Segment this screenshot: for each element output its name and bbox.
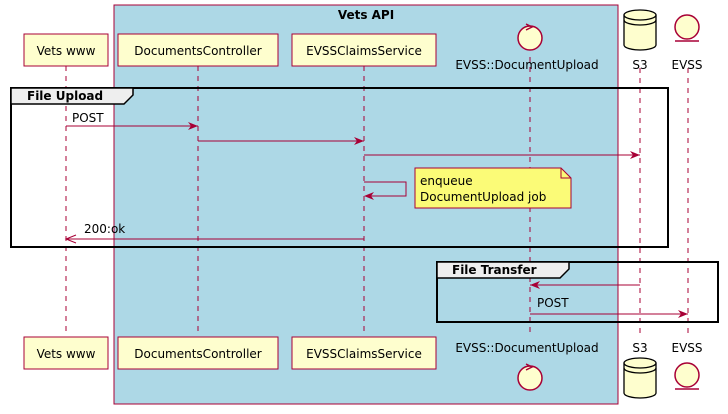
note-box [414, 167, 572, 209]
participant-documents-controller-bottom [117, 336, 279, 370]
message-controller-to-service-arrowhead [354, 137, 364, 145]
message-post-evss-label: POST [537, 296, 569, 310]
note-line-2: DocumentUpload job [420, 190, 546, 204]
database-icon-bottom [623, 357, 657, 399]
participant-evss-claims-service-label-bottom: EVSSClaimsService [306, 347, 422, 361]
database-icon [623, 9, 657, 51]
participant-s3-label-bottom: S3 [632, 341, 647, 355]
message-post-label: POST [72, 111, 104, 125]
fragment-file-upload-tab [10, 87, 134, 105]
fragment-file-transfer [436, 261, 719, 323]
participant-documents-controller-label-top: DocumentsController [134, 44, 262, 58]
fragment-file-transfer-tab [436, 261, 570, 279]
participant-evss-claims-service-top [291, 33, 437, 67]
message-self-enqueue-arrowhead [364, 192, 374, 200]
participant-evss-document-upload-label-top: EVSS::DocumentUpload [455, 58, 598, 72]
fragment-file-upload-title: File Upload [27, 89, 103, 103]
entity-icon [674, 14, 700, 42]
message-ok-arrowhead [64, 234, 77, 244]
message-self-enqueue-arrow [364, 181, 407, 197]
participant-evss-claims-service-bottom [291, 336, 437, 370]
participant-vets-www-bottom [23, 336, 109, 370]
message-post-arrowhead [188, 122, 198, 130]
participant-s3-label-top: S3 [632, 58, 647, 72]
message-s3-to-upload-arrowhead [530, 281, 540, 289]
fragment-file-upload [10, 87, 669, 248]
participant-evss-label-bottom: EVSS [671, 341, 702, 355]
participant-evss-label-top: EVSS [671, 58, 702, 72]
control-icon [517, 23, 543, 51]
participant-vets-www-top [23, 33, 109, 67]
participant-documents-controller-top [117, 33, 279, 67]
participant-evss-document-upload-label-bottom: EVSS::DocumentUpload [455, 341, 598, 355]
participant-documents-controller-label-bottom: DocumentsController [134, 347, 262, 361]
participant-evss-claims-service-label-top: EVSSClaimsService [306, 44, 422, 58]
entity-icon-bottom [674, 362, 700, 390]
participant-vets-www-label-top: Vets www [37, 44, 96, 58]
message-post-evss-arrowhead [678, 310, 688, 318]
fragment-file-transfer-title: File Transfer [452, 263, 537, 277]
control-icon-bottom [517, 363, 543, 391]
message-service-to-s3-arrowhead [630, 151, 640, 159]
participant-vets-www-label-bottom: Vets www [37, 347, 96, 361]
message-ok-label: 200:ok [84, 222, 125, 236]
note-line-1: enqueue [420, 174, 473, 188]
note-fold [560, 168, 571, 179]
vets-api-group-title: Vets API [338, 8, 394, 22]
